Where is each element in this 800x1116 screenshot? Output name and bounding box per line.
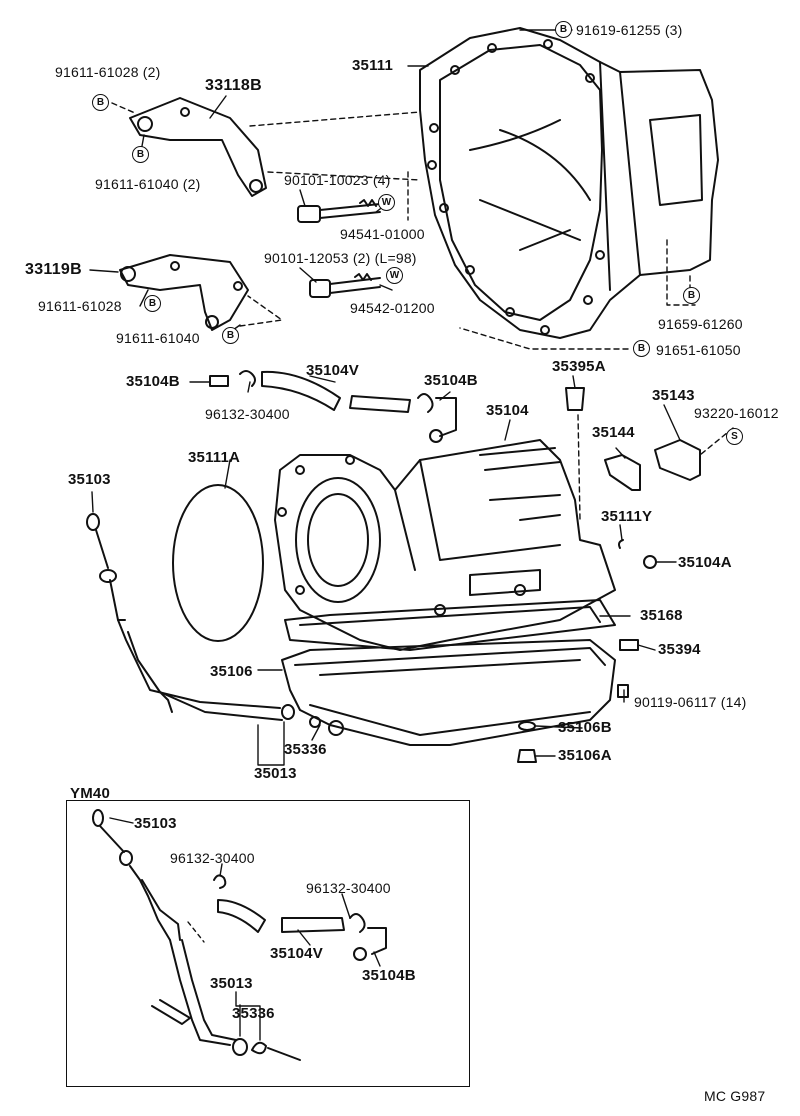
- label-91659-61260: 91659-61260: [658, 316, 743, 332]
- bracket-33118B: [129, 97, 267, 197]
- label-91611-61040-top: 91611-61040 (2): [95, 176, 201, 192]
- label-35336-inset: 35336: [232, 1005, 275, 1022]
- bolt-symbol: B: [92, 94, 109, 111]
- leader-lines: [89, 29, 734, 766]
- label-90101-12053: 90101-12053 (2) (L=98): [264, 250, 417, 266]
- label-35143: 35143: [652, 387, 695, 404]
- label-90101-10023: 90101-10023 (4): [284, 172, 391, 188]
- label-91619-61255: 91619-61255 (3): [576, 22, 683, 38]
- label-96132-30400-inset-2: 96132-30400: [306, 880, 391, 896]
- label-35168: 35168: [640, 607, 683, 624]
- label-33119B: 33119B: [25, 261, 82, 278]
- extension-housing: [274, 439, 616, 651]
- inset-ym40-frame: [66, 800, 470, 1087]
- bracket-33119B: [119, 254, 249, 331]
- label-35106: 35106: [210, 663, 253, 680]
- washer-symbol: W: [378, 194, 395, 211]
- label-35103-top: 35103: [68, 471, 111, 488]
- inset-leader-lines: [109, 817, 381, 1041]
- label-91611-61028-mid: 91611-61028: [38, 298, 122, 314]
- bolt-90101-12053: [309, 273, 381, 298]
- label-91651-61050: 91651-61050: [656, 342, 741, 358]
- label-35013-top: 35013: [254, 765, 297, 782]
- label-35104A: 35104A: [678, 554, 732, 571]
- label-35394: 35394: [658, 641, 701, 658]
- label-35111: 35111: [352, 57, 394, 74]
- screw-symbol: S: [726, 428, 743, 445]
- label-35104B-left: 35104B: [126, 373, 180, 390]
- label-35104V-top: 35104V: [306, 362, 359, 379]
- label-35106A: 35106A: [558, 747, 612, 764]
- bolt-symbol: B: [222, 327, 239, 344]
- label-35104B-inset: 35104B: [362, 967, 416, 984]
- bolt-symbol: B: [555, 21, 572, 38]
- label-35104B-right: 35104B: [424, 372, 478, 389]
- label-35104V-inset: 35104V: [270, 945, 323, 962]
- diagram-code: MC G987: [704, 1088, 766, 1104]
- label-35106B: 35106B: [558, 719, 612, 736]
- bolt-symbol: B: [132, 146, 149, 163]
- label-96132-30400-inset-1: 96132-30400: [170, 850, 255, 866]
- label-91611-61028-top: 91611-61028 (2): [55, 64, 161, 80]
- label-94542-01200: 94542-01200: [350, 300, 435, 316]
- label-35336-top: 35336: [284, 741, 327, 758]
- transmission-housing: [419, 27, 719, 339]
- oil-pan: [281, 639, 616, 746]
- bolt-symbol: B: [633, 340, 650, 357]
- label-35144: 35144: [592, 424, 635, 441]
- label-90119-06117: 90119-06117 (14): [634, 694, 747, 710]
- bolt-symbol: B: [683, 287, 700, 304]
- bolt-90101-10023: [297, 199, 381, 223]
- dipstick-tube: [86, 513, 344, 736]
- label-33118B: 33118B: [205, 77, 262, 94]
- label-94541-01000: 94541-01000: [340, 226, 425, 242]
- label-35395A: 35395A: [552, 358, 606, 375]
- label-91611-61040-mid: 91611-61040: [116, 330, 200, 346]
- bolt-symbol: B: [144, 295, 161, 312]
- label-35104: 35104: [486, 402, 529, 419]
- gasket-ring: [172, 484, 264, 642]
- label-35013-inset: 35013: [210, 975, 253, 992]
- pan-gasket: [284, 599, 616, 651]
- inset-ym40-drawing: [92, 809, 387, 1061]
- label-93220-16012: 93220-16012: [694, 405, 779, 421]
- label-YM40: YM40: [70, 785, 110, 802]
- washer-symbol: W: [386, 267, 403, 284]
- label-96132-30400-top: 96132-30400: [205, 406, 290, 422]
- label-35111A: 35111A: [188, 449, 241, 466]
- label-35111Y: 35111Y: [601, 508, 653, 525]
- label-35103-inset: 35103: [134, 815, 177, 832]
